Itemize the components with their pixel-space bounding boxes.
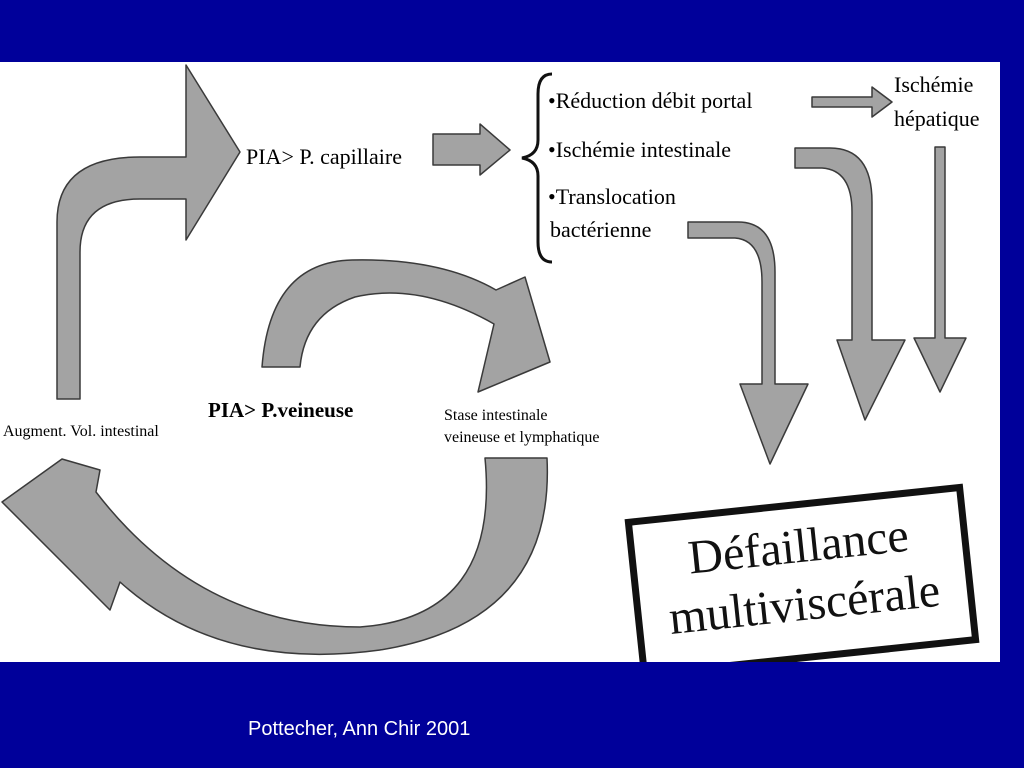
node-ischemie-hepatique-line1: Ischémie — [894, 72, 974, 97]
node-stase-line1: Stase intestinale — [444, 407, 548, 424]
citation: Pottecher, Ann Chir 2001 — [248, 718, 471, 740]
node-reduction-debit: •Réduction débit portal — [548, 88, 753, 113]
node-pia-capillaire: PIA> P. capillaire — [246, 144, 402, 169]
node-stase-line2: veineuse et lymphatique — [444, 429, 600, 446]
arrow-pia-to-consequences — [432, 123, 511, 176]
node-translocation-line2: bactérienne — [550, 217, 652, 242]
arrow-reduction-to-ischemie-hepatique — [811, 86, 893, 118]
arrow-translocation-down — [687, 221, 809, 465]
arrow-ischemie-hepatique-down — [913, 146, 967, 393]
consequences-bracket — [521, 72, 553, 264]
arrow-loop-upper — [261, 259, 551, 393]
arrow-ischemie-intestinale-down — [794, 147, 906, 421]
diagram-figure: PIA> P. capillaire •Réduction débit port… — [0, 62, 1000, 662]
diagram-arrows — [1, 64, 967, 656]
node-ischemie-hepatique-line2: hépatique — [894, 106, 980, 131]
defaillance-text: Défaillance multiviscérale — [633, 501, 969, 650]
arrow-augment-to-pia-capillaire — [56, 64, 241, 400]
arrow-loop-lower — [1, 457, 549, 656]
node-pia-veineuse: PIA> P.veineuse — [208, 398, 354, 422]
node-translocation-line1: •Translocation — [548, 184, 676, 209]
node-augment-vol: Augment. Vol. intestinal — [3, 423, 159, 440]
node-ischemie-intestinale: •Ischémie intestinale — [548, 137, 732, 162]
